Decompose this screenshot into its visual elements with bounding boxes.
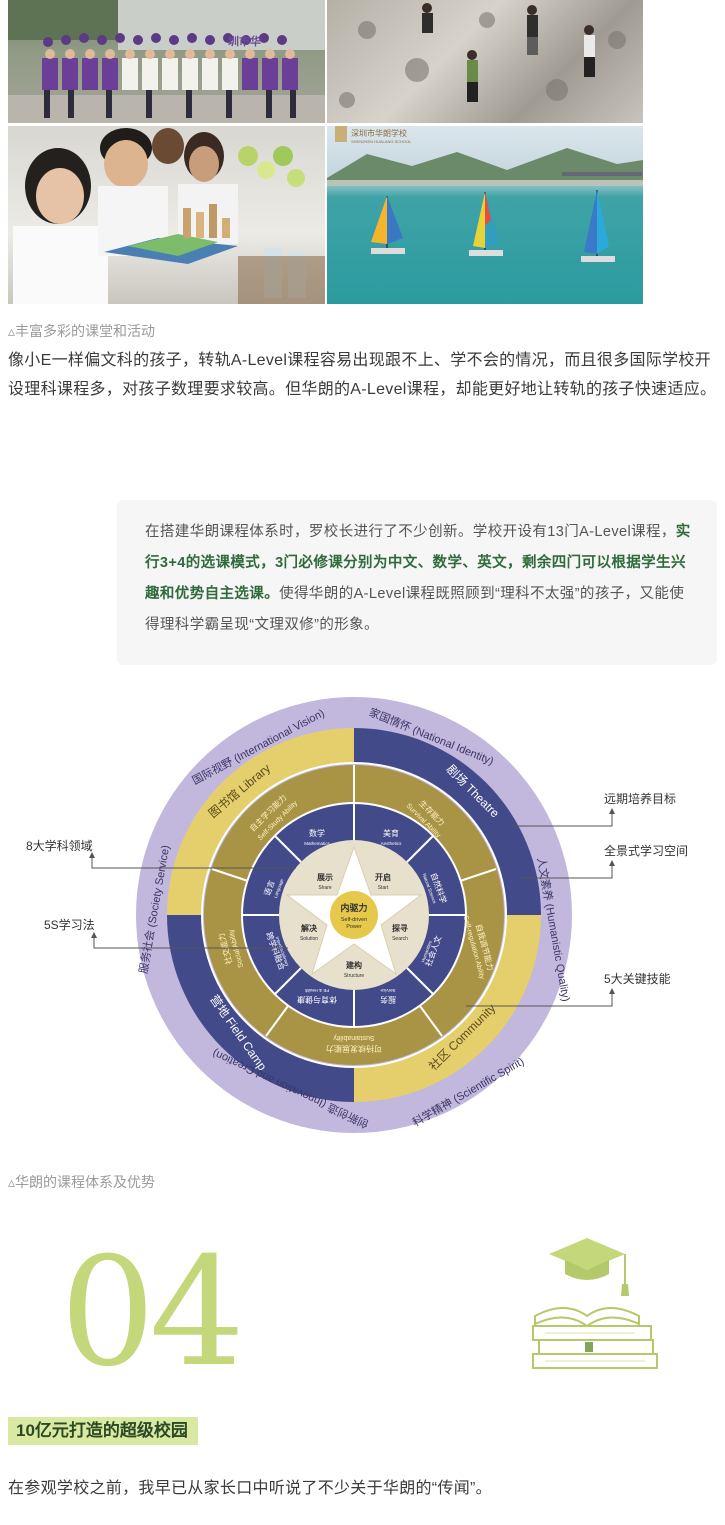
star-solution-en: Solution	[300, 936, 318, 942]
star-search-zh: 探寻	[392, 923, 408, 933]
star-start-zh: 开启	[375, 872, 391, 882]
arrow-ring-navy-ne	[354, 728, 541, 915]
section-number: 04	[60, 1226, 245, 1400]
intro-paragraph: 像小E一样偏文科的孩子，转轨A-Level课程容易出现跟不上、学不会的情况，而且…	[8, 352, 717, 398]
sailing-logo-text: 深圳市华朗学校	[351, 128, 407, 138]
subject-aesthetics-en: Aesthetics	[381, 841, 403, 846]
sailing-photo-art: 深圳市华朗学校 SHENZHEN HUALANG SCHOOL	[327, 126, 643, 262]
subject-math-en: Mathematics	[304, 841, 330, 846]
photo-caption: ▵丰富多彩的课堂和活动	[8, 323, 156, 339]
callout-line-left1	[91, 858, 296, 869]
center-en2: Power	[346, 924, 362, 930]
subject-pe-zh: 体育与健康	[297, 995, 337, 1005]
section-title: 10亿元打造的超级校园	[8, 1417, 198, 1445]
center-zh: 内驱力	[340, 902, 367, 913]
subject-language-en: Language	[273, 878, 285, 899]
callout-5s-method: 5S学习法	[44, 917, 95, 932]
quote-text-part1: 在搭建华朗课程体系时，罗校长进行了不少创新。学校开设有13门A-Level课程，	[145, 524, 676, 540]
arrow-ring-gold-se	[354, 915, 541, 1102]
climbing-photo-art	[339, 3, 626, 108]
science-class-photo-art	[13, 128, 325, 304]
callout-8-subjects: 8大学科领域	[26, 838, 93, 853]
star-share-en: Share	[318, 885, 332, 891]
arrow-ring-navy-sw	[167, 915, 354, 1102]
star-structure-en: Structure	[344, 973, 365, 979]
quote-text-part2: 使得华朗的A-Level课程既照顾到“理科不太强”的孩子，又能使得理科学霸呈现“…	[145, 586, 685, 633]
star-start-en: Start	[378, 885, 389, 891]
climbing-photo[interactable]	[327, 0, 643, 123]
star-structure-zh: 建构	[345, 960, 362, 970]
subject-pe-en: PE & Health	[304, 988, 329, 993]
skill-sustainability-zh: 可持续发展能力	[326, 1044, 382, 1054]
star-search-en: Search	[392, 936, 408, 942]
star-share-zh: 展示	[316, 873, 333, 882]
quote-highlight: 实行3+4的选课模式，3门必修课分别为中文、数学、英文，剩余四门可以根据学生兴趣…	[145, 524, 691, 602]
skill-sustainability-en: Sustainability	[333, 1034, 375, 1041]
center-circle	[330, 891, 378, 939]
callout-line-right3	[466, 994, 613, 1007]
quote-block: 在搭建华朗课程体系时，罗校长进行了不少创新。学校开设有13门A-Level课程，…	[117, 500, 717, 665]
sailing-logo-en-text: SHENZHEN HUALANG SCHOOL	[351, 139, 412, 144]
callout-long-term-goals: 远期培养目标	[604, 791, 676, 806]
subject-service-zh: 服务	[380, 995, 396, 1005]
callout-line-right1	[510, 814, 613, 827]
team-photo[interactable]: 圳市华	[8, 0, 325, 123]
callout-5-skills: 5大关键技能	[604, 972, 671, 986]
team-photo-art: 圳市华	[8, 0, 325, 123]
science-class-photo[interactable]	[8, 126, 325, 304]
subject-math-zh: 数学	[309, 828, 325, 838]
curriculum-diagram[interactable]: 内驱力 Self-driven Power 开启 Start 探寻 Search…	[0, 690, 725, 1160]
sailing-photo[interactable]: 深圳市华朗学校 SHENZHEN HUALANG SCHOOL	[327, 126, 643, 304]
arrow-ring-gold-nw	[167, 728, 354, 915]
center-en1: Self-driven	[341, 917, 367, 923]
callout-line-left2	[93, 938, 288, 949]
subject-aesthetics-zh: 美育	[383, 828, 399, 838]
closing-paragraph: 在参观学校之前，我早已从家长口中听说了不少关于华朗的“传闻”。	[8, 1480, 492, 1497]
team-banner-text: 圳市华	[228, 34, 261, 48]
graduation-books-icon	[532, 1238, 658, 1369]
callout-learning-space: 全景式学习空间	[604, 843, 688, 858]
star-solution-zh: 解决	[301, 923, 318, 933]
subject-service-en: Service	[380, 988, 396, 993]
callout-line-right2	[520, 866, 613, 879]
diagram-caption: ▵华朗的课程体系及优势	[8, 1174, 156, 1190]
